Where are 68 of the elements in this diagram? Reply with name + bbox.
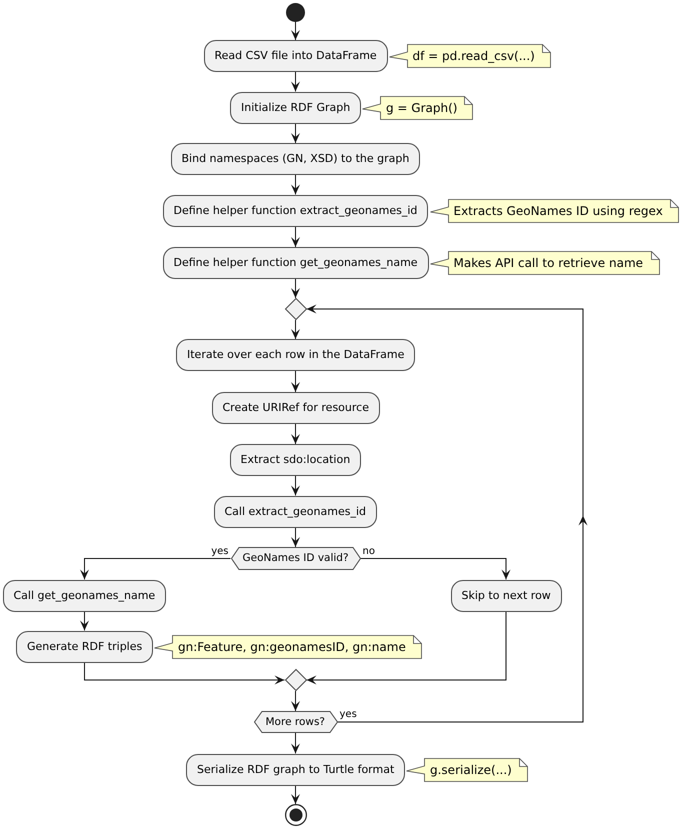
arrow bbox=[291, 785, 300, 804]
action-box bbox=[230, 444, 362, 476]
action-box bbox=[162, 247, 429, 279]
action-text: Call get_geonames_name bbox=[14, 588, 156, 602]
start-node bbox=[285, 2, 306, 22]
decision-text: GeoNames ID valid? bbox=[242, 552, 349, 564]
note bbox=[430, 251, 660, 275]
action-box bbox=[162, 194, 428, 226]
action-box bbox=[230, 92, 362, 124]
arrow bbox=[306, 611, 506, 684]
note-text: gn:Feature, gn:geonamesID, gn:name bbox=[178, 638, 406, 656]
edge-label: no bbox=[362, 546, 376, 558]
action-text: Define helper function get_geonames_name bbox=[174, 256, 418, 269]
note-text: Extracts GeoNames ID using regex bbox=[454, 202, 663, 220]
arrow bbox=[291, 424, 300, 444]
arrow bbox=[291, 21, 300, 40]
arrow bbox=[291, 226, 300, 248]
arrow bbox=[291, 174, 300, 195]
arrow bbox=[291, 320, 300, 340]
action-box bbox=[16, 630, 154, 662]
action-text: Skip to next row bbox=[462, 588, 551, 602]
action-box bbox=[214, 496, 377, 528]
action-text: Initialize RDF Graph bbox=[241, 100, 350, 114]
decision-hexagon bbox=[230, 547, 361, 570]
action-box bbox=[2, 580, 166, 612]
note bbox=[388, 44, 550, 68]
action-box bbox=[212, 392, 380, 424]
action-box bbox=[170, 143, 420, 175]
edge-label: yes bbox=[338, 709, 358, 721]
action-text: Bind namespaces (GN, XSD) to the graph bbox=[182, 152, 410, 165]
action-text: Generate RDF triples bbox=[27, 640, 142, 652]
arrow bbox=[291, 476, 300, 496]
action-text: Serialize RDF graph to Turtle format bbox=[197, 762, 394, 776]
action-box bbox=[204, 40, 388, 72]
arrow bbox=[360, 558, 510, 580]
action-box bbox=[186, 754, 406, 786]
note-text: Makes API call to retrieve name bbox=[454, 255, 644, 272]
decision-text: More rows? bbox=[266, 716, 326, 728]
arrow bbox=[291, 690, 300, 712]
arrow bbox=[80, 558, 231, 580]
note-text: g.serialize(...) bbox=[430, 762, 512, 778]
merge-diamond bbox=[284, 298, 306, 320]
note-text: g = Graph() bbox=[386, 100, 458, 116]
arrow bbox=[291, 527, 300, 548]
note bbox=[406, 758, 528, 782]
note bbox=[154, 634, 422, 658]
arrow bbox=[291, 732, 300, 754]
action-text: Extract sdo:location bbox=[240, 453, 350, 466]
arrow bbox=[84, 662, 285, 684]
edge-label: yes bbox=[210, 546, 230, 558]
action-text: Iterate over each row in the DataFrame bbox=[187, 348, 404, 361]
action-text: Create URIRef for resource bbox=[222, 401, 369, 414]
action-text: Call extract_geonames_id bbox=[224, 504, 366, 518]
merge-diamond bbox=[284, 669, 306, 691]
arrow bbox=[80, 611, 89, 631]
arrow bbox=[291, 123, 300, 144]
arrow bbox=[291, 278, 300, 298]
action-text: Read CSV file into DataFrame bbox=[214, 49, 377, 62]
note bbox=[430, 198, 678, 222]
note bbox=[362, 96, 473, 120]
action-box bbox=[450, 580, 562, 612]
note-text: df = pd.read_csv(...) bbox=[412, 48, 535, 65]
end-node bbox=[284, 803, 308, 827]
action-box bbox=[176, 339, 416, 371]
arrow bbox=[291, 72, 300, 92]
decision-hexagon bbox=[254, 711, 338, 733]
action-text: Define helper function extract_geonames_id bbox=[174, 204, 418, 216]
arrow bbox=[291, 370, 300, 392]
